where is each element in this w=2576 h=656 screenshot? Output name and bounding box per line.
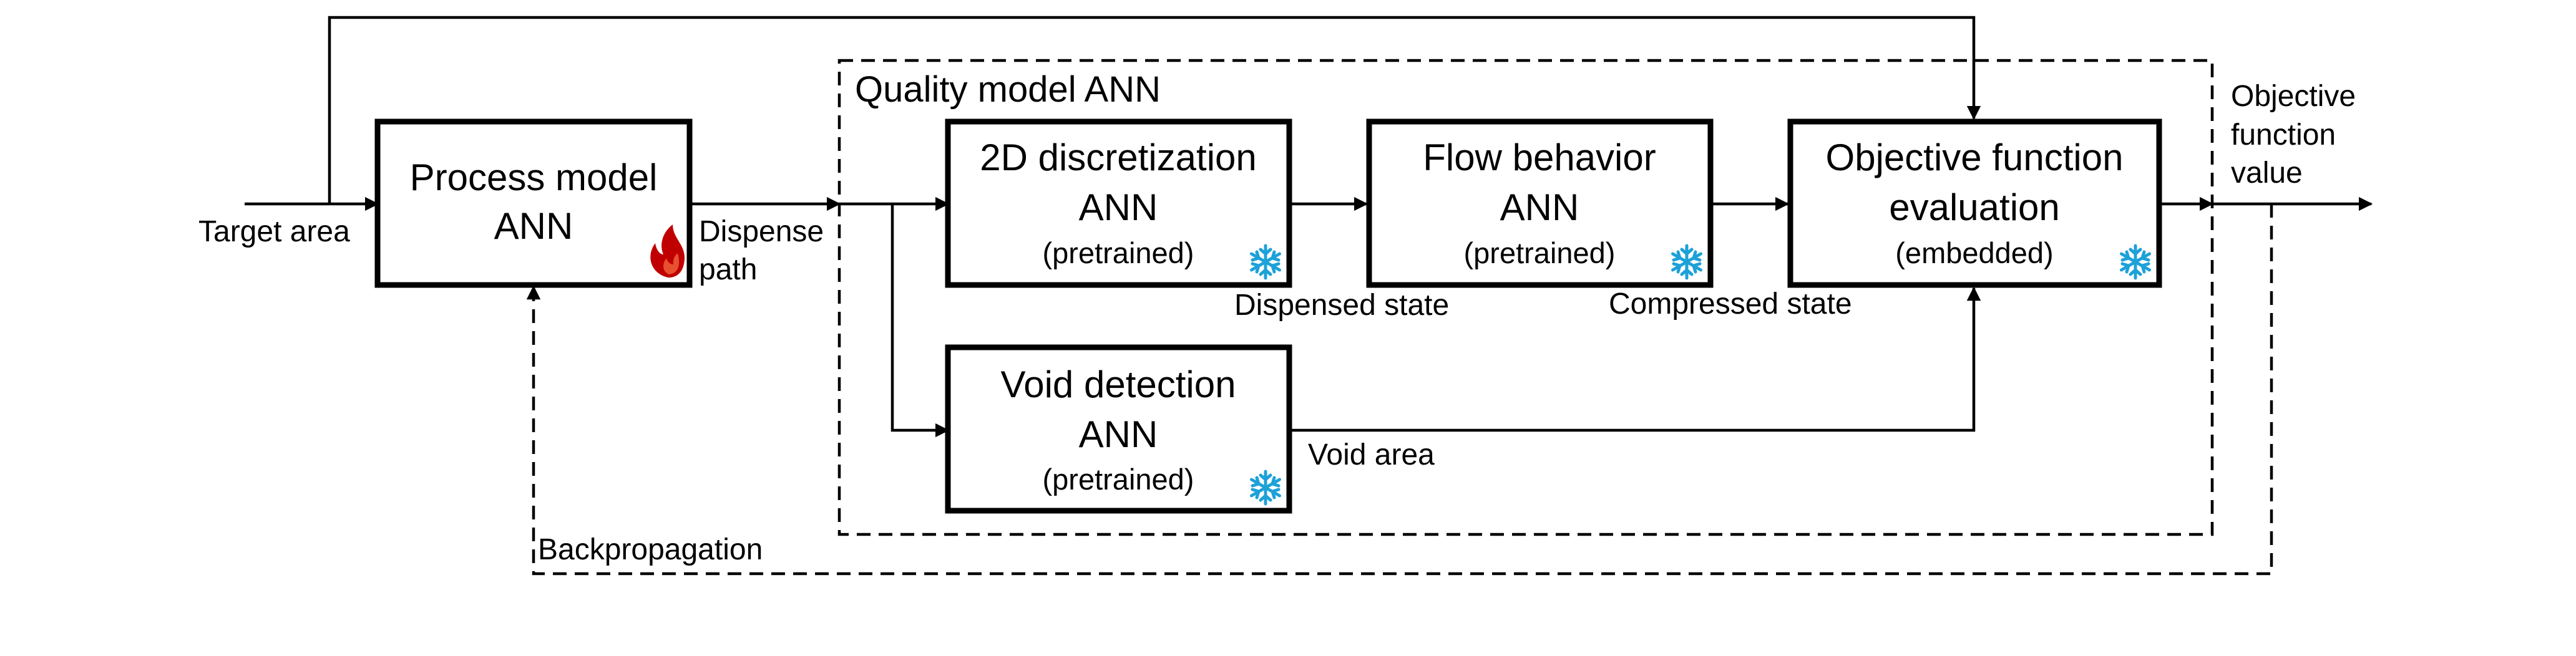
- flame-icon: [650, 224, 685, 278]
- void-line1: Void detection: [1001, 364, 1236, 405]
- objective-value-label-3: value: [2231, 157, 2303, 190]
- discretization-block: 2D discretization ANN (pretrained): [945, 118, 1292, 288]
- void-area-label: Void area: [1308, 438, 1435, 471]
- discretization-line1: 2D discretization: [980, 137, 1257, 178]
- void-sub: (pretrained): [1043, 463, 1194, 496]
- objective-value-label-2: function: [2231, 118, 2336, 152]
- dispense-path-label-2: path: [699, 253, 757, 286]
- flow-line1: Flow behavior: [1423, 137, 1656, 178]
- void-line2: ANN: [1079, 413, 1158, 455]
- backpropagation-label: Backpropagation: [538, 533, 763, 566]
- dispensed-state-label: Dispensed state: [1234, 289, 1449, 322]
- objective-line2: evaluation: [1889, 186, 2060, 228]
- compressed-state-label: Compressed state: [1609, 287, 1852, 321]
- objective-sub: (embedded): [1895, 236, 2053, 269]
- process-model-block: Process model ANN: [374, 118, 693, 288]
- connectors: [245, 16, 2373, 576]
- objective-value-label-1: Objective: [2231, 80, 2356, 113]
- process-model-line1: Process model: [410, 157, 658, 198]
- discretization-line2: ANN: [1079, 186, 1158, 228]
- dispense-path-label-1: Dispense: [699, 215, 824, 248]
- flow-behavior-block: Flow behavior ANN (pretrained): [1366, 118, 1714, 288]
- process-model-line2: ANN: [494, 205, 573, 247]
- objective-block: Objective function evaluation (embedded): [1787, 118, 2162, 288]
- target-area-label: Target area: [198, 215, 350, 248]
- quality-model-title: Quality model ANN: [855, 69, 1161, 110]
- quality-model-group: [837, 59, 2214, 536]
- objective-line1: Objective function: [1826, 137, 2124, 178]
- discretization-sub: (pretrained): [1043, 236, 1194, 269]
- void-detection-block: Void detection ANN (pretrained): [945, 344, 1292, 514]
- flow-line2: ANN: [1500, 186, 1579, 228]
- flow-sub: (pretrained): [1464, 236, 1616, 269]
